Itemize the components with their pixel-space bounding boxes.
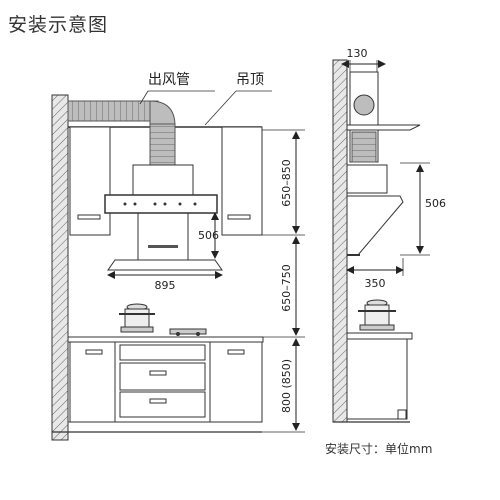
side-pot: [358, 299, 396, 331]
front-base-cabinet-right: [209, 341, 263, 423]
front-hood-buttons: [123, 202, 197, 206]
side-wall: [332, 59, 348, 423]
label-ceiling: 吊顶: [236, 72, 264, 88]
front-hood-base: [107, 259, 223, 271]
diagram-title: 安装示意图: [8, 14, 109, 36]
front-hood-panel: [104, 194, 218, 214]
dim-hob-to-hood: 650–750: [280, 264, 293, 312]
front-pot: [119, 303, 155, 333]
front-duct-horizontal: [67, 100, 159, 122]
front-duct-vertical: [149, 123, 176, 167]
dim-hood-width: 895: [155, 279, 176, 292]
dim-side-depth: 506: [425, 197, 446, 210]
side-hood-body: [346, 195, 404, 256]
side-ceiling: [346, 124, 421, 131]
front-burner: [169, 328, 207, 336]
front-hood-chimney: [132, 164, 194, 196]
dim-hood-depth: 506: [198, 229, 219, 242]
dim-side-width: 350: [365, 277, 386, 290]
front-hood-logo: [148, 245, 178, 248]
side-duct-opening: [353, 94, 375, 116]
unit-note: 安装尺寸：单位mm: [325, 442, 433, 456]
side-base-cabinet: [346, 338, 408, 420]
front-upper-cabinet-left-handle: [77, 214, 101, 220]
side-countertop: [346, 332, 413, 340]
front-countertop: [67, 336, 264, 343]
front-view: 650–850 506 895 650–750: [51, 72, 305, 441]
dim-hood-height: 650–850: [280, 159, 293, 207]
side-view: 130 506 350: [332, 47, 446, 423]
front-upper-cabinet-right-handle: [227, 214, 251, 220]
front-wall: [51, 94, 69, 441]
label-duct: 出风管: [148, 72, 190, 88]
dim-counter-height: 800 (850): [280, 359, 293, 413]
front-duct-elbow: [149, 100, 176, 127]
dim-duct-diameter: 130: [347, 47, 368, 60]
